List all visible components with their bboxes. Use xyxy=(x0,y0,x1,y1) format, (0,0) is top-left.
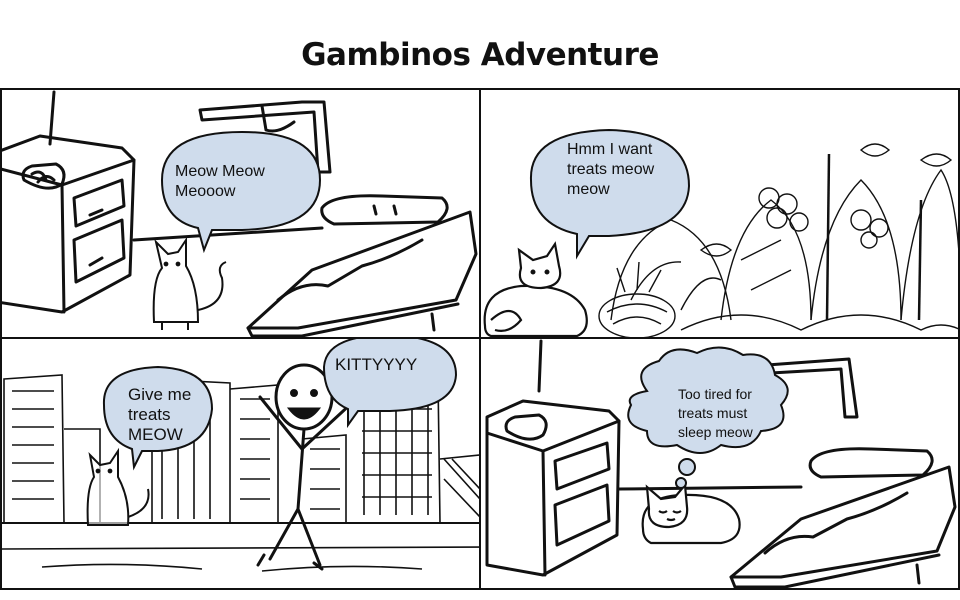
city-scene-drawing xyxy=(2,339,479,572)
cat-lying-drawing xyxy=(483,241,588,337)
thought-bubble-shape xyxy=(627,346,789,489)
comic-title: Gambinos Adventure xyxy=(301,37,659,73)
speech-bubble-person-shape xyxy=(322,339,458,429)
speech-bubble-text: Hmm I want treats meow meow xyxy=(567,141,655,198)
panel-3-city: Give me treats MEOW KITTYYYY xyxy=(0,337,481,590)
speech-bubble-shape xyxy=(160,130,322,254)
cat-city-drawing xyxy=(86,447,150,526)
panel-1-bedroom: Meow Meow Meooow xyxy=(0,88,481,339)
panel-2-garden: Hmm I want treats meow meow xyxy=(479,88,960,339)
stick-person-drawing xyxy=(256,363,356,571)
bedroom-sleep-scene-drawing xyxy=(485,339,957,588)
speech-bubble-cat-text: Give me treats MEOW xyxy=(128,385,192,444)
panel-4-bedroom-sleep: Too tired for treats must sleep meow xyxy=(479,337,960,590)
speech-bubble-text: Meow Meow Meooow xyxy=(175,163,265,200)
garden-scene-drawing xyxy=(483,128,958,337)
speech-bubble-cat-shape xyxy=(102,365,214,471)
cat-sleeping-drawing xyxy=(641,482,741,545)
speech-bubble-shape xyxy=(529,128,691,260)
thought-bubble-text: Too tired for treats must sleep meow xyxy=(678,386,753,440)
cat-sitting-drawing xyxy=(152,236,227,330)
bedroom-scene-drawing xyxy=(2,90,478,337)
speech-bubble-person-text: KITTYYYY xyxy=(335,355,418,374)
